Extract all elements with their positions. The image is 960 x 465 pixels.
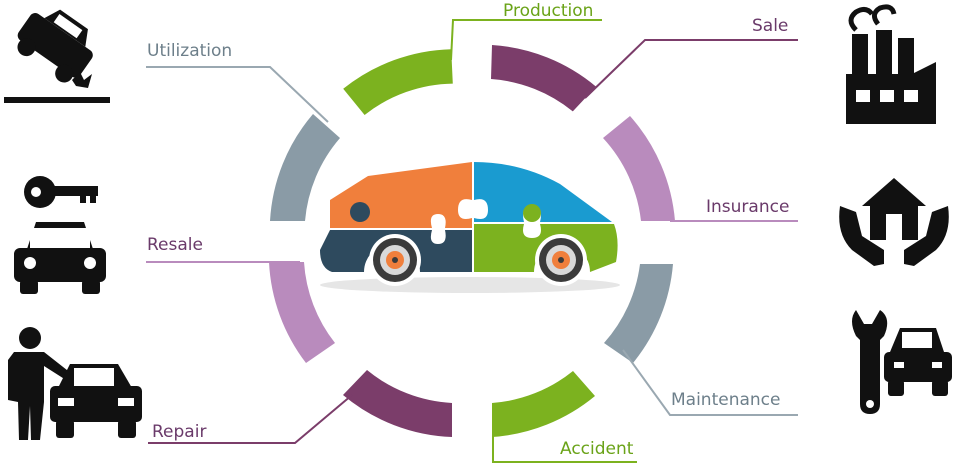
lifecycle-ring bbox=[269, 45, 675, 437]
connector-repair bbox=[148, 394, 353, 444]
label-insurance: Insurance bbox=[706, 197, 789, 217]
connector-utilization bbox=[146, 66, 329, 123]
ring-segment-maintenance bbox=[604, 264, 673, 363]
factory-icon bbox=[832, 4, 948, 127]
person-with-car-icon bbox=[0, 318, 148, 448]
car-key-icon bbox=[10, 170, 108, 300]
rear-wheel bbox=[535, 234, 587, 286]
label-utilization: Utilization bbox=[147, 41, 232, 61]
label-resale: Resale bbox=[147, 235, 203, 255]
home-in-hands-icon bbox=[832, 168, 956, 272]
connector-accident bbox=[492, 425, 637, 463]
stage-labels: Production Sale Insurance Maintenance Ac… bbox=[147, 1, 789, 459]
ring-segment-repair bbox=[343, 370, 452, 437]
wrench-car-icon bbox=[850, 304, 958, 414]
connector-lines bbox=[146, 19, 798, 463]
label-repair: Repair bbox=[152, 422, 206, 442]
label-accident: Accident bbox=[560, 439, 634, 459]
ring-segment-production bbox=[343, 49, 453, 116]
ring-segment-sale bbox=[491, 45, 596, 112]
label-production: Production bbox=[503, 1, 593, 21]
ring-segment-insurance bbox=[603, 116, 675, 221]
puzzle-car-icon bbox=[320, 162, 620, 293]
ring-segment-resale bbox=[269, 262, 335, 363]
connector-maintenance bbox=[622, 349, 798, 416]
connector-production bbox=[450, 19, 602, 61]
label-sale: Sale bbox=[752, 16, 788, 36]
ring-segment-accident bbox=[492, 371, 595, 437]
connector-sale bbox=[584, 39, 798, 99]
front-wheel bbox=[369, 234, 421, 286]
car-crash-icon bbox=[2, 2, 112, 110]
label-maintenance: Maintenance bbox=[671, 390, 780, 410]
ring-segment-utilization bbox=[270, 114, 340, 221]
